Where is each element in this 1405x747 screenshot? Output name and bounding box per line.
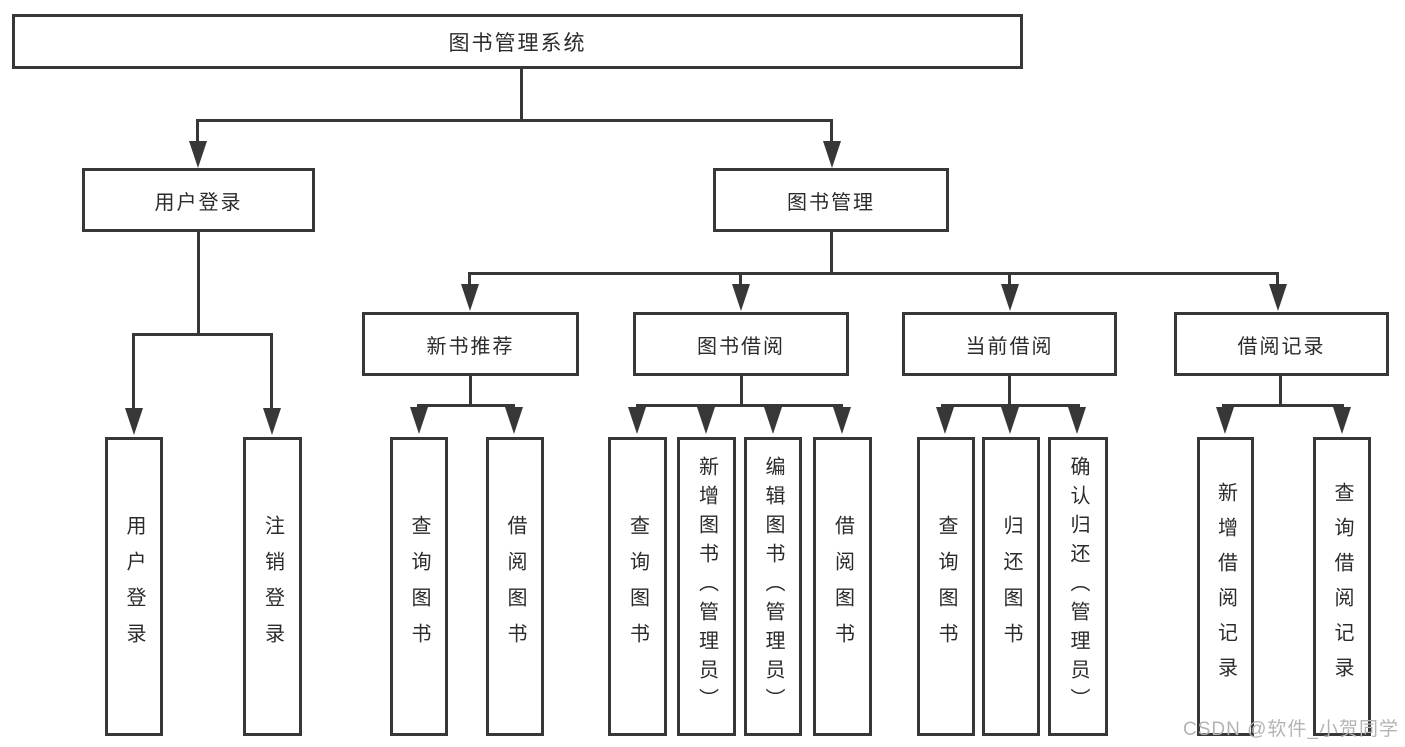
node-label: 当前借阅 (965, 335, 1054, 358)
leaf-add-borrow-record: 新增借阅记录 (1197, 437, 1254, 736)
node-label: 图书借阅 (697, 335, 785, 358)
connector-level2-rail (196, 119, 833, 122)
connector-rail (636, 404, 843, 407)
connector-rail (941, 404, 1080, 407)
connector-stem (830, 119, 833, 145)
leaf-confirm-return-admin: 确认归还（管理员） (1048, 437, 1108, 736)
leaf-label: 归还图书 (1000, 514, 1022, 659)
leaf-borrow-books: 借阅图书 (813, 437, 872, 736)
connector-drop (740, 376, 743, 407)
arrow-down-icon (1269, 284, 1287, 311)
arrow-down-icon (410, 407, 428, 434)
arrow-down-icon (697, 407, 715, 434)
node-label: 新书推荐 (426, 335, 515, 358)
node-current-borrowing: 当前借阅 (902, 312, 1117, 376)
node-new-book-recommendation: 新书推荐 (362, 312, 579, 376)
connector-stem (132, 333, 135, 409)
connector-rail (417, 404, 515, 407)
leaf-user-login: 用户登录 (105, 437, 163, 736)
leaf-recommend-query-books: 查询图书 (390, 437, 448, 736)
leaf-label: 查询图书 (408, 514, 430, 659)
node-user-login: 用户登录 (82, 168, 315, 232)
connector-drop (830, 232, 833, 275)
leaf-query-borrow-record: 查询借阅记录 (1313, 437, 1371, 736)
leaf-label: 新增图书（管理员） (695, 456, 718, 717)
leaf-return-books: 归还图书 (982, 437, 1040, 736)
arrow-down-icon (764, 407, 782, 434)
arrow-down-icon (461, 284, 479, 311)
leaf-current-query-books: 查询图书 (917, 437, 975, 736)
arrow-down-icon (1001, 284, 1019, 311)
leaf-label: 查询图书 (626, 514, 649, 659)
node-book-management: 图书管理 (713, 168, 949, 232)
arrow-down-icon (1068, 407, 1086, 434)
connector-drop (197, 232, 200, 336)
node-label: 借阅记录 (1237, 335, 1326, 358)
leaf-label: 新增借阅记录 (1214, 481, 1237, 692)
leaf-label: 注销登录 (261, 514, 284, 659)
connector-stem (1276, 272, 1279, 286)
leaf-label: 借阅图书 (831, 514, 854, 659)
node-book-borrowing: 图书借阅 (633, 312, 849, 376)
leaf-recommend-borrow-books: 借阅图书 (486, 437, 544, 736)
connector-stem (270, 333, 273, 409)
connector-rail (132, 333, 273, 336)
connector-drop (469, 376, 472, 407)
connector-stem (196, 119, 199, 145)
arrow-down-icon (1216, 407, 1234, 434)
leaf-add-books-admin: 新增图书（管理员） (677, 437, 736, 736)
connector-stem (1008, 272, 1011, 286)
node-label: 用户登录 (154, 191, 243, 214)
arrow-down-icon (1333, 407, 1351, 434)
connector-rail (1222, 404, 1344, 407)
connector-stem (739, 272, 742, 286)
connector-level3-rail (468, 272, 1279, 275)
connector-stem (468, 272, 471, 286)
arrow-down-icon (505, 407, 523, 434)
leaf-label: 用户登录 (123, 514, 145, 659)
arrow-down-icon (628, 407, 646, 434)
leaf-label: 确认归还（管理员） (1067, 456, 1089, 717)
leaf-logout: 注销登录 (243, 437, 302, 736)
leaf-borrowing-query-books: 查询图书 (608, 437, 667, 736)
arrow-down-icon (833, 407, 851, 434)
arrow-down-icon (263, 408, 281, 435)
connector-root-drop (520, 69, 523, 122)
leaf-label: 编辑图书（管理员） (762, 456, 784, 717)
leaf-label: 查询图书 (935, 514, 957, 659)
connector-drop (1279, 376, 1282, 407)
arrow-down-icon (1001, 407, 1019, 434)
arrow-down-icon (936, 407, 954, 434)
arrow-down-icon (823, 141, 841, 168)
node-label: 图书管理 (787, 191, 875, 214)
node-borrowing-records: 借阅记录 (1174, 312, 1389, 376)
node-label: 图书管理系统 (448, 31, 587, 55)
leaf-label: 查询借阅记录 (1331, 481, 1353, 692)
watermark-csdn: CSDN @软件_小贺同学 (1183, 719, 1399, 740)
arrow-down-icon (189, 141, 207, 168)
leaf-edit-books-admin: 编辑图书（管理员） (744, 437, 802, 736)
node-library-management-system: 图书管理系统 (12, 14, 1023, 69)
arrow-down-icon (732, 284, 750, 311)
arrow-down-icon (125, 408, 143, 435)
connector-drop (1008, 376, 1011, 407)
leaf-label: 借阅图书 (504, 514, 526, 659)
